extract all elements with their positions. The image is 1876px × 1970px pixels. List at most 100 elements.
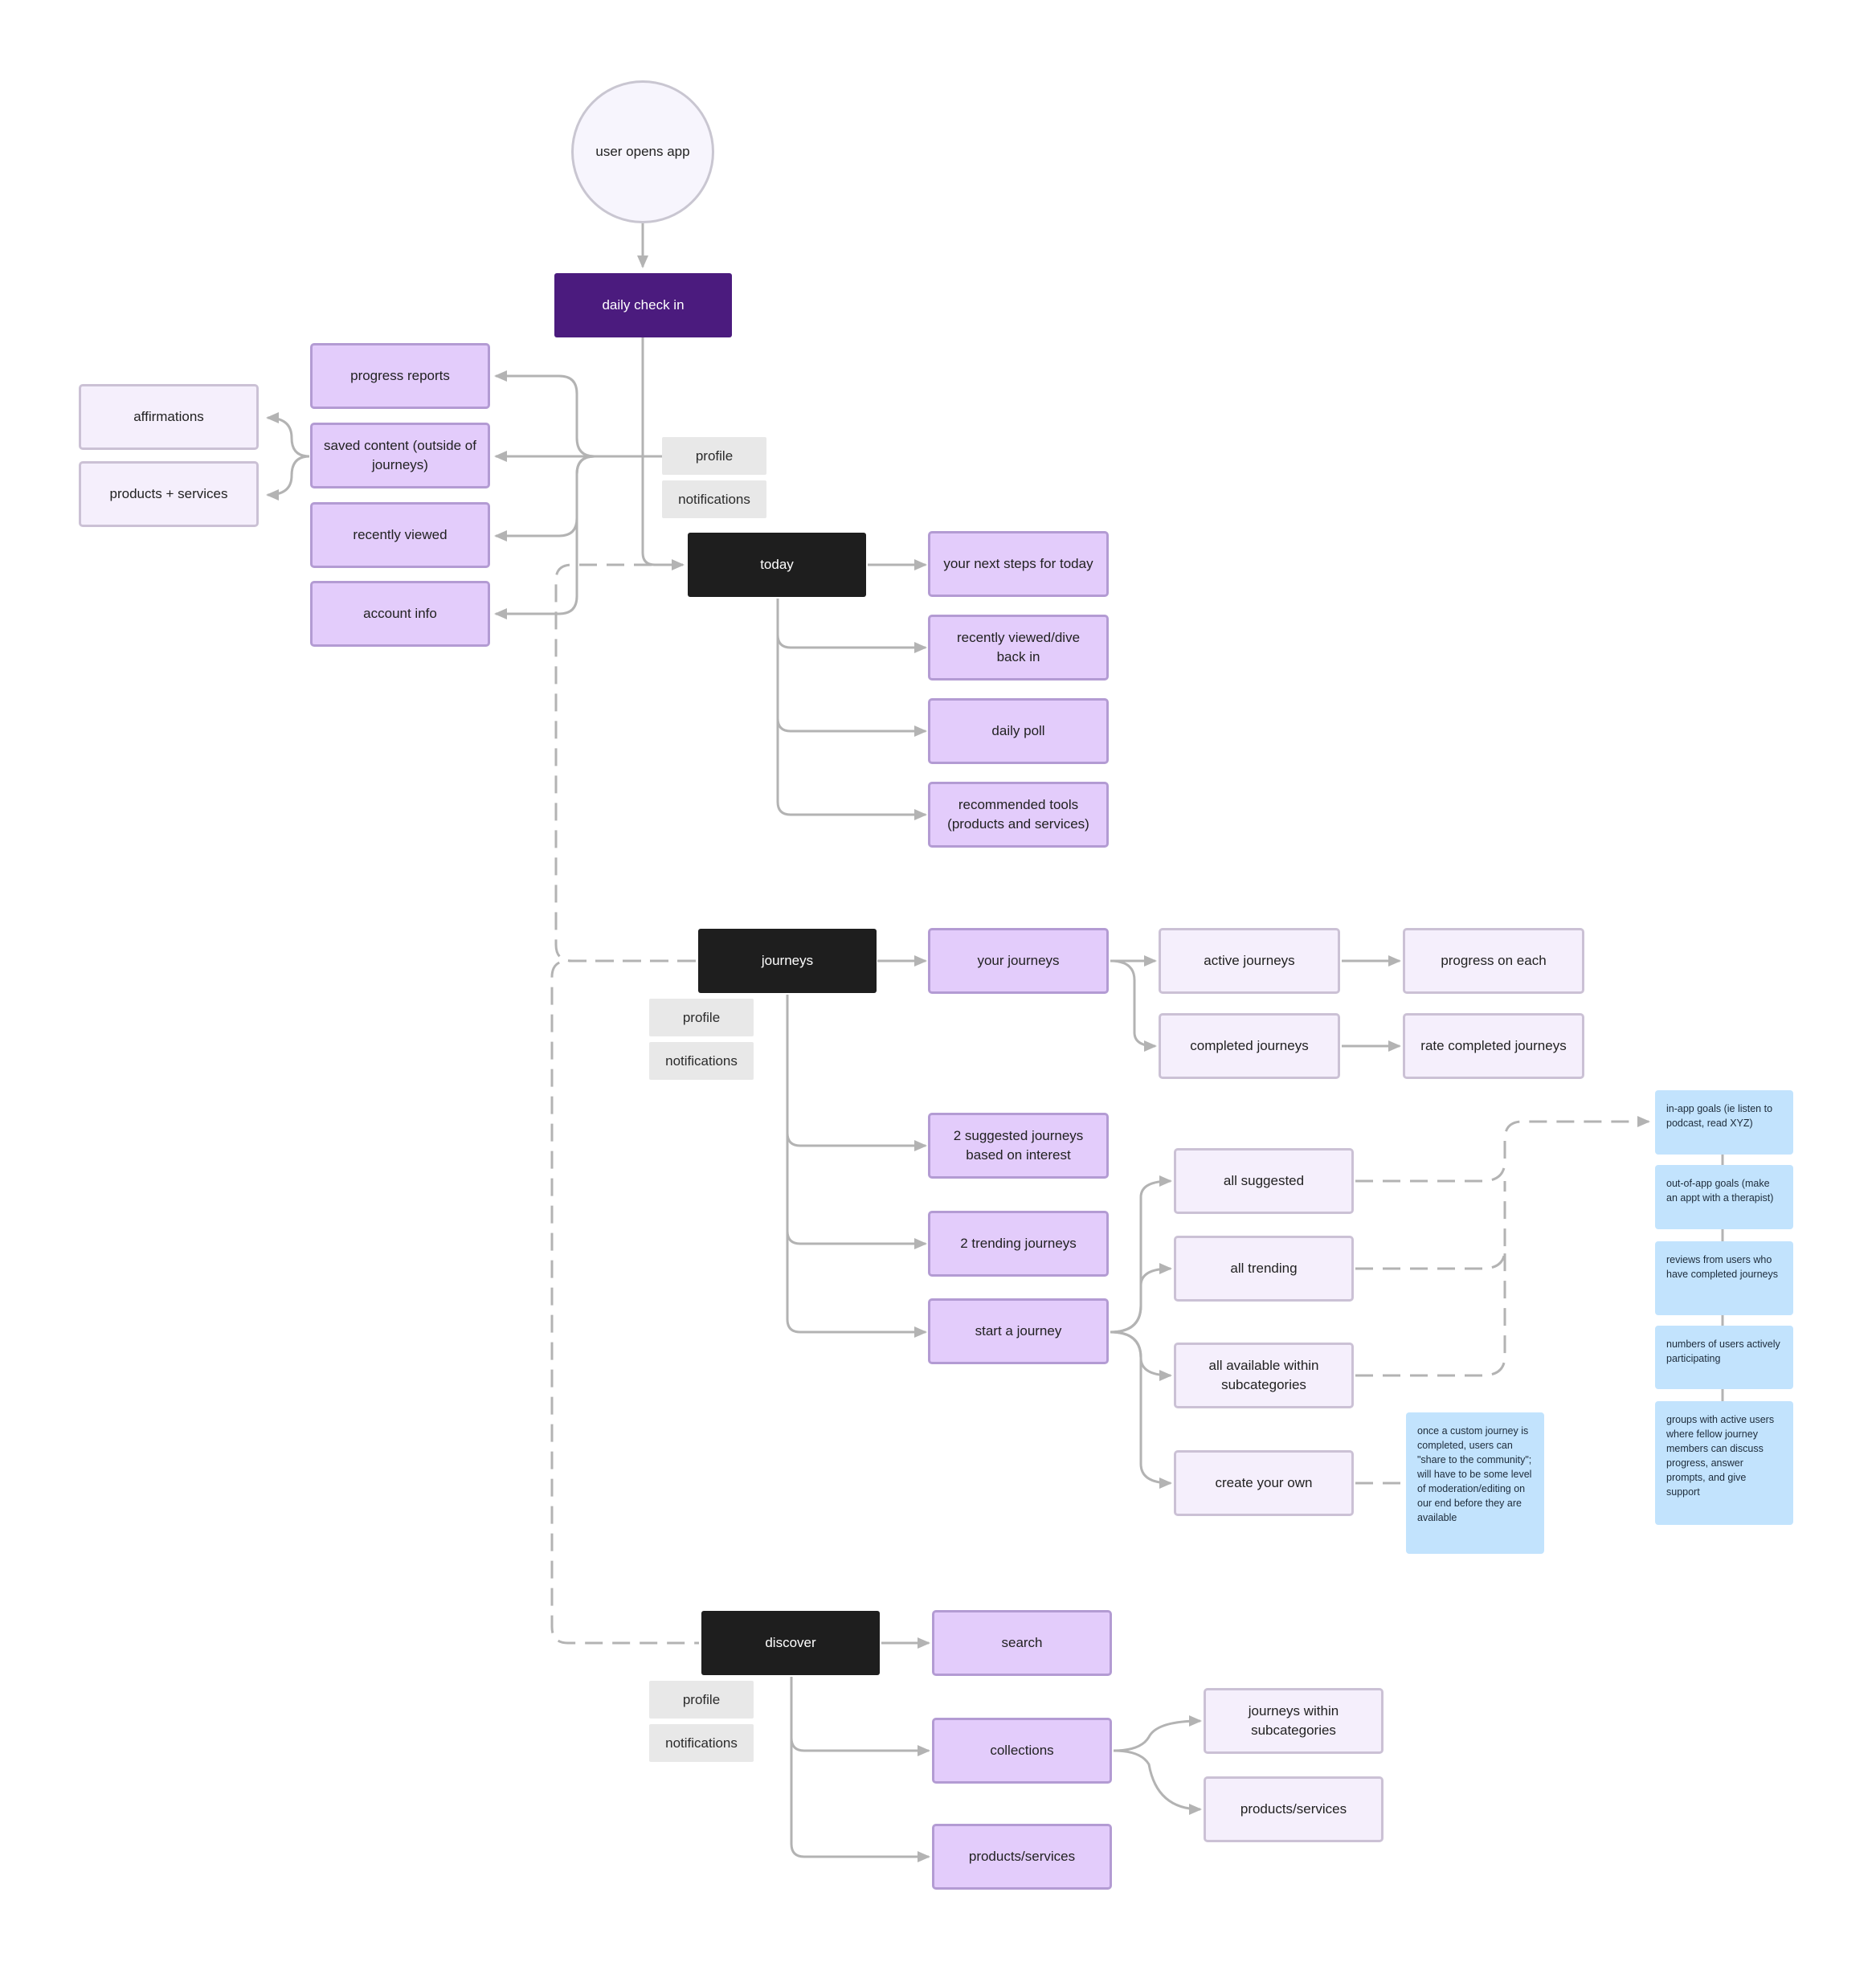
connector-profile-recent: [494, 455, 595, 542]
custom-journey-note-text: once a custom journey is completed, user…: [1417, 1425, 1532, 1523]
account-info-label: account info: [363, 606, 437, 621]
active-users-count-text: numbers of users actively participating: [1666, 1339, 1780, 1364]
recommended-tools-label: recommended tools (products and services…: [947, 797, 1089, 832]
progress-reports-label: progress reports: [350, 368, 450, 383]
connector-start-create: [1110, 1330, 1172, 1489]
dashed-journeys-discover: [550, 959, 699, 1645]
custom-journey-note: once a custom journey is completed, user…: [1406, 1412, 1544, 1554]
connector-collections-journeys: [1113, 1715, 1202, 1752]
connector-journeys-start: [786, 1231, 927, 1338]
connector-today-tools: [776, 718, 927, 820]
start-journey-node: start a journey: [928, 1298, 1109, 1364]
collections-node: collections: [932, 1718, 1112, 1784]
active-journeys-node: active journeys: [1159, 928, 1340, 994]
daily-check-in-node: daily check in: [554, 273, 732, 337]
connector-profile-progress: [494, 370, 663, 458]
recently-viewed-dive-label: recently viewed/dive back in: [956, 630, 1081, 664]
profile-tag-label: profile: [682, 1009, 721, 1025]
search-node: search: [932, 1610, 1112, 1676]
connector-your-completed: [1110, 959, 1157, 1052]
discover-node: discover: [701, 1611, 880, 1675]
connector-discover-products: [790, 1738, 930, 1862]
trending-journeys-node: 2 trending journeys: [928, 1211, 1109, 1277]
products-services-collection-label: products/services: [1240, 1801, 1347, 1817]
completed-journeys-label: completed journeys: [1190, 1038, 1309, 1053]
saved-content-label: saved content (outside of journeys): [324, 438, 476, 472]
all-available-label: all available within subcategories: [1208, 1358, 1319, 1392]
rate-completed-node: rate completed journeys: [1403, 1013, 1584, 1079]
trending-journeys-label: 2 trending journeys: [960, 1236, 1077, 1251]
create-own-label: create your own: [1215, 1475, 1313, 1490]
your-journeys-node: your journeys: [928, 928, 1109, 994]
today-node: today: [688, 533, 866, 597]
reviews-note: reviews from users who have completed jo…: [1655, 1241, 1793, 1315]
all-trending-node: all trending: [1174, 1236, 1354, 1302]
out-of-app-goals-text: out-of-app goals (make an appt with a th…: [1666, 1178, 1774, 1204]
notifications-tag-label: notifications: [678, 491, 750, 507]
affirmations-label: affirmations: [133, 409, 204, 424]
products-services-saved-label: products + services: [109, 486, 228, 501]
all-trending-label: all trending: [1230, 1261, 1298, 1276]
products-services-discover-label: products/services: [968, 1849, 1076, 1864]
connector-saved-affirmations: [266, 412, 310, 458]
daily-check-in-label: daily check in: [602, 297, 685, 313]
out-of-app-goals-note: out-of-app goals (make an appt with a th…: [1655, 1165, 1793, 1229]
notifications-tag-label: notifications: [665, 1735, 738, 1751]
connector-checkin-today: [641, 337, 685, 570]
suggested-journeys-node: 2 suggested journeys based on interest: [928, 1113, 1109, 1179]
daily-poll-node: daily poll: [928, 698, 1109, 764]
start-node: user opens app: [571, 80, 714, 223]
account-info-node: account info: [310, 581, 490, 647]
products-services-saved-node: products + services: [79, 461, 259, 527]
notifications-tag-journeys: notifications: [649, 1042, 754, 1080]
progress-on-each-node: progress on each: [1403, 928, 1584, 994]
connector-discover-collections: [790, 1677, 930, 1756]
products-services-discover-node: products/services: [932, 1824, 1112, 1890]
affirmations-node: affirmations: [79, 384, 259, 450]
groups-note: groups with active users where fellow jo…: [1655, 1401, 1793, 1525]
notifications-tag-discover: notifications: [649, 1724, 754, 1762]
profile-tag-today: profile: [662, 437, 766, 475]
journeys-within-subcategories-node: journeys within subcategories: [1204, 1688, 1383, 1754]
products-services-collection-node: products/services: [1204, 1776, 1383, 1842]
next-steps-label: your next steps for today: [943, 556, 1093, 571]
today-label: today: [760, 557, 794, 572]
rate-completed-label: rate completed journeys: [1420, 1038, 1567, 1053]
dashed-today-journeys: [554, 563, 696, 963]
notifications-tag-label: notifications: [665, 1052, 738, 1069]
connector-saved-products: [266, 455, 310, 501]
connector-today-recent: [776, 599, 927, 653]
all-available-node: all available within subcategories: [1174, 1343, 1354, 1408]
dashed-allsuggested-notes: [1355, 1116, 1650, 1183]
connector-journeys-suggested: [786, 995, 927, 1151]
recommended-tools-node: recommended tools (products and services…: [928, 782, 1109, 848]
suggested-journeys-label: 2 suggested journeys based on interest: [953, 1128, 1084, 1163]
in-app-goals-text: in-app goals (ie listen to podcast, read…: [1666, 1103, 1773, 1129]
connector-collections-products: [1113, 1749, 1202, 1815]
daily-poll-label: daily poll: [991, 723, 1045, 738]
start-journey-label: start a journey: [975, 1323, 1062, 1339]
reviews-text: reviews from users who have completed jo…: [1666, 1254, 1778, 1280]
connector-journeys-trending: [786, 1133, 927, 1249]
start-node-label: user opens app: [595, 144, 690, 159]
notifications-tag-today: notifications: [662, 480, 766, 518]
your-journeys-label: your journeys: [977, 953, 1060, 968]
saved-content-node: saved content (outside of journeys): [310, 423, 490, 488]
all-suggested-node: all suggested: [1174, 1148, 1354, 1214]
dashed-allavailable-notes: [1355, 1249, 1506, 1377]
profile-tag-journeys: profile: [649, 999, 754, 1036]
profile-tag-discover: profile: [649, 1681, 754, 1719]
profile-tag-label: profile: [695, 448, 734, 464]
journeys-label: journeys: [761, 953, 814, 968]
active-journeys-label: active journeys: [1204, 953, 1295, 968]
connector-today-poll: [776, 635, 927, 737]
connector-start-alltrending: [1110, 1263, 1172, 1334]
all-suggested-label: all suggested: [1223, 1173, 1305, 1188]
search-label: search: [1001, 1635, 1043, 1650]
completed-journeys-node: completed journeys: [1159, 1013, 1340, 1079]
dashed-alltrending-notes: [1355, 1181, 1506, 1270]
journeys-node: journeys: [698, 929, 877, 993]
profile-tag-label: profile: [682, 1691, 721, 1707]
journeys-within-subcategories-label: journeys within subcategories: [1248, 1703, 1339, 1738]
discover-label: discover: [765, 1635, 816, 1650]
